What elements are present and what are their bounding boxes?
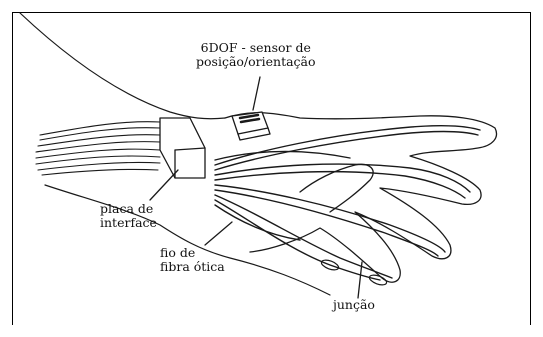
- forearm-lower-outline: [45, 185, 330, 295]
- interface-board: [160, 118, 205, 178]
- fiber-label: fio de fibra ótica: [160, 246, 225, 274]
- hand-outline: [225, 113, 496, 282]
- interface-label-line2: interface: [100, 216, 157, 230]
- fiber-leader: [205, 222, 232, 245]
- fiber-label-line1: fio de: [160, 246, 225, 260]
- fiber-optic-cables: [215, 126, 480, 280]
- interface-label-line1: placa de: [100, 202, 157, 216]
- sensor-leader: [253, 77, 260, 110]
- sensor-label-line1: 6DOF - sensor de: [196, 41, 316, 55]
- interface-label: placa de interface: [100, 202, 157, 230]
- sensor-label: 6DOF - sensor de posição/orientação: [196, 41, 316, 69]
- junction-label: junção: [333, 298, 375, 312]
- junction-label-line1: junção: [333, 298, 375, 312]
- forearm-outline: [20, 13, 225, 119]
- 6dof-sensor: [232, 112, 270, 140]
- sensor-label-line2: posição/orientação: [196, 55, 316, 69]
- junction-leader: [358, 262, 362, 298]
- wrist-cable-bundle: [36, 122, 160, 175]
- fiber-label-line2: fibra ótica: [160, 260, 225, 274]
- interface-leader: [150, 170, 178, 200]
